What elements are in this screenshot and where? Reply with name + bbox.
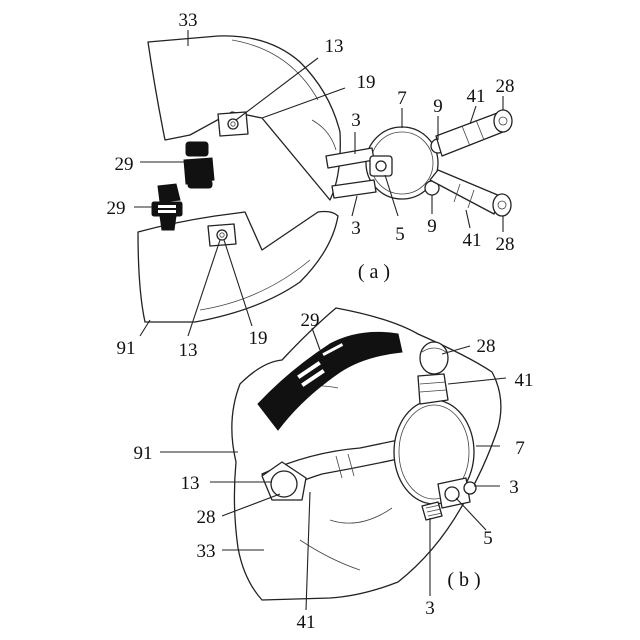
label-b-41-right: 41 (515, 370, 534, 391)
label-b-33: 33 (197, 541, 216, 562)
label-29-upper: 29 (115, 154, 134, 175)
label-3-top: 3 (351, 110, 361, 131)
label-13: 13 (325, 36, 344, 57)
label-5: 5 (395, 224, 405, 245)
pad-28-lower (493, 194, 511, 216)
label-28-bottom: 28 (496, 234, 515, 255)
label-b-13: 13 (181, 473, 200, 494)
arm-41-lower (430, 170, 500, 214)
caption-b: ( b ) (447, 569, 480, 591)
buckle-29-upper (184, 142, 214, 188)
label-9-bottom: 9 (427, 216, 437, 237)
label-b-28-top: 28 (477, 336, 496, 357)
label-13-bottom: 13 (179, 340, 198, 361)
connector-5-b (438, 478, 476, 508)
arm-41-top-b (418, 374, 448, 404)
spring-3-b (422, 502, 442, 520)
label-b-7: 7 (515, 438, 525, 459)
pad-28-top-b (420, 342, 448, 374)
label-19: 19 (357, 72, 376, 93)
label-b-91: 91 (134, 443, 153, 464)
connector-5 (370, 156, 392, 176)
label-41-bottom: 41 (463, 230, 482, 251)
label-b-28-left: 28 (197, 507, 216, 528)
label-3-bottom: 3 (351, 218, 361, 239)
rivet-13-lower (208, 224, 236, 246)
label-b-29: 29 (301, 310, 320, 331)
label-b-3-bottom: 3 (425, 598, 435, 619)
label-29-lower: 29 (107, 198, 126, 219)
label-b-41-bottom: 41 (297, 612, 316, 633)
label-7: 7 (397, 88, 407, 109)
strap-3-lower (332, 180, 376, 198)
label-b-3-right: 3 (509, 477, 519, 498)
rivet-13-upper (218, 112, 248, 136)
figure-a: 33 13 19 7 9 41 28 3 29 29 3 5 9 41 28 9… (107, 10, 515, 361)
label-41-top: 41 (467, 86, 486, 107)
label-19-bottom: 19 (249, 328, 268, 349)
label-b-5: 5 (483, 528, 493, 549)
label-33: 33 (179, 10, 198, 31)
pad-28-upper (494, 110, 512, 132)
label-91: 91 (117, 338, 136, 359)
label-28-top: 28 (496, 76, 515, 97)
label-9-top: 9 (433, 96, 443, 117)
caption-a: ( a ) (358, 261, 390, 283)
